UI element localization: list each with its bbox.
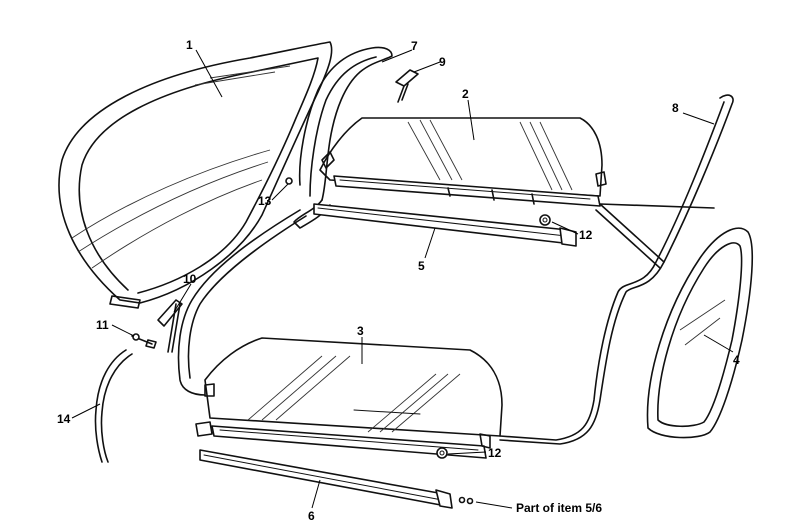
note-part-of-item: Part of item 5/6 [516, 501, 602, 515]
nut-part-12-lower [436, 447, 448, 459]
screw-part-13 [285, 177, 293, 185]
bolt-part-11 [131, 333, 157, 349]
callout-9: 9 [439, 55, 446, 69]
callout-2: 2 [462, 87, 469, 101]
rear-quarter-glass [646, 227, 754, 439]
callout-5: 5 [418, 259, 425, 273]
callout-14: 14 [57, 412, 71, 426]
callout-3: 3 [357, 324, 364, 338]
callout-12-lower: 12 [488, 446, 502, 460]
callout-11: 11 [96, 318, 109, 332]
drip-seal-part-14 [94, 349, 133, 463]
windscreen-glass [58, 41, 333, 309]
nut-part-12-upper [539, 214, 551, 226]
callout-13: 13 [258, 194, 272, 208]
callout-12-upper: 12 [579, 228, 593, 242]
door-front-weatherstrip [177, 209, 307, 397]
windscreen-pillar-seal [293, 46, 393, 229]
upper-glass-channel [333, 175, 601, 207]
callout-1: 1 [186, 38, 193, 52]
callout-4: 4 [733, 353, 740, 367]
callout-6: 6 [308, 509, 315, 523]
screw-part-of-item-5-6 [458, 496, 474, 505]
bracket-part-10 [157, 299, 183, 353]
callout-labels: 1 2 3 4 5 6 7 8 9 10 11 12 12 13 14 Part… [57, 38, 740, 523]
door-glass-upper [319, 117, 607, 197]
callout-7: 7 [411, 39, 418, 53]
callout-8: 8 [672, 101, 679, 115]
lower-waist-seal [199, 449, 453, 509]
upper-waist-seal [313, 203, 577, 247]
door-glass-lower [204, 337, 503, 437]
lower-glass-channel [195, 421, 491, 459]
leader-lines [71, 49, 734, 509]
clip-part-9 [395, 69, 419, 103]
callout-10: 10 [183, 272, 197, 286]
rear-quarter-frame [499, 94, 734, 445]
